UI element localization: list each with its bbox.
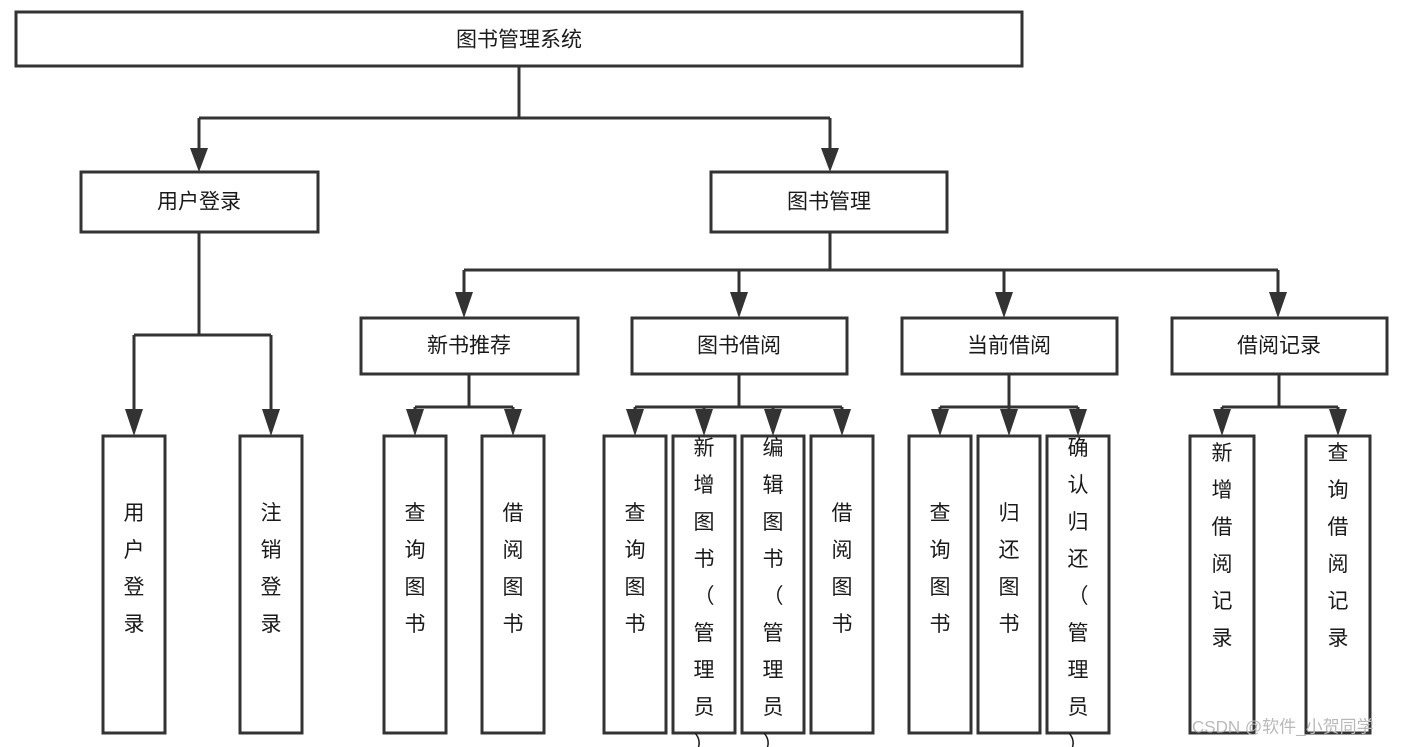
leaf-current-borrow-1[interactable]: 归还图书 [976, 434, 1042, 735]
node-book-manage[interactable]: 图书管理 [709, 170, 949, 234]
arrow-leaf-book-borrow-3 [833, 409, 851, 436]
leaf-book-borrow-3[interactable]: 借阅图书 [809, 434, 875, 735]
leaf-current-borrow-0-label: 查询图书 [930, 502, 951, 636]
node-book-manage-label: 图书管理 [787, 191, 871, 214]
arrow-leaf-user-login-1 [262, 409, 280, 436]
leaf-book-borrow-1-label: 新增图书（管理员） [694, 437, 715, 747]
node-user-login-box[interactable] [79, 170, 320, 234]
arrow-leaf-book-borrow-0 [626, 409, 644, 436]
arrow-leaf-book-borrow-1 [695, 409, 713, 436]
leaf-new-book-0-label: 查询图书 [405, 502, 426, 636]
leaf-new-book-0[interactable]: 查询图书 [382, 434, 448, 735]
leaf-current-borrow-1-box[interactable] [976, 434, 1042, 735]
arrow-level3-1 [730, 292, 748, 318]
leaf-user-login-0-box[interactable] [101, 434, 167, 735]
leaf-book-borrow-0-label: 查询图书 [625, 502, 646, 636]
node-new-book-recommend-label: 新书推荐 [427, 335, 511, 358]
leaf-book-borrow-1[interactable]: 新增图书（管理员） [671, 434, 737, 747]
node-current-borrow[interactable]: 当前借阅 [900, 316, 1119, 376]
leaf-new-book-0-box[interactable] [382, 434, 448, 735]
arrow-level3-2 [995, 292, 1013, 318]
watermark-label: CSDN @软件_小贺同学 [1192, 717, 1374, 736]
leaf-book-borrow-2-box[interactable] [740, 434, 806, 735]
node-new-book-recommend-box[interactable] [359, 316, 580, 376]
node-borrow-record-label: 借阅记录 [1237, 335, 1321, 358]
leaf-new-book-1[interactable]: 借阅图书 [480, 434, 546, 735]
leaf-borrow-record-1-box[interactable] [1304, 434, 1372, 735]
leaf-borrow-record-0-box[interactable] [1188, 434, 1256, 735]
leaf-user-login-0[interactable]: 用户登录 [101, 434, 167, 735]
arrow-leaf-new-book-1 [504, 409, 522, 436]
node-root-box[interactable] [14, 10, 1024, 68]
leaf-book-borrow-1-box[interactable] [671, 434, 737, 735]
leaf-book-borrow-0[interactable]: 查询图书 [602, 434, 668, 735]
leaf-book-borrow-3-label: 借阅图书 [832, 502, 853, 636]
node-root[interactable]: 图书管理系统 [14, 10, 1024, 68]
leaf-current-borrow-0[interactable]: 查询图书 [907, 434, 973, 735]
arrow-level3-0 [455, 292, 473, 318]
leaf-borrow-record-0[interactable]: 新增借阅记录 [1188, 434, 1256, 735]
leaf-book-borrow-2-label: 编辑图书（管理员） [763, 437, 784, 747]
arrow-leaf-borrow-record-1 [1329, 409, 1347, 436]
node-user-login[interactable]: 用户登录 [79, 170, 320, 234]
arrow-book-manage [821, 148, 839, 172]
leaf-new-book-1-box[interactable] [480, 434, 546, 735]
leaf-user-login-1-label: 注销登录 [261, 502, 282, 636]
arrow-leaf-new-book-0 [406, 409, 424, 436]
arrow-leaf-current-borrow-1 [1000, 409, 1018, 436]
node-book-borrow-box[interactable] [630, 316, 849, 376]
arrow-user-login [190, 148, 208, 172]
leaf-current-borrow-2-box[interactable] [1045, 434, 1111, 735]
leaf-current-borrow-0-box[interactable] [907, 434, 973, 735]
node-book-borrow-label: 图书借阅 [697, 335, 781, 358]
node-user-login-label: 用户登录 [157, 191, 241, 214]
connector-layer [125, 66, 1347, 436]
leaf-new-book-1-label: 借阅图书 [503, 502, 524, 636]
leaf-borrow-record-0-label: 新增借阅记录 [1212, 442, 1233, 650]
leaf-current-borrow-2[interactable]: 确认归还（管理员） [1045, 434, 1111, 747]
leaf-user-login-1[interactable]: 注销登录 [238, 434, 304, 735]
node-current-borrow-box[interactable] [900, 316, 1119, 376]
leaf-borrow-record-1[interactable]: 查询借阅记录 [1304, 434, 1372, 735]
leaf-current-borrow-1-label: 归还图书 [999, 502, 1020, 636]
node-root-label: 图书管理系统 [456, 29, 582, 52]
leaf-book-borrow-2[interactable]: 编辑图书（管理员） [740, 434, 806, 747]
arrow-leaf-book-borrow-2 [764, 409, 782, 436]
arrow-leaf-user-login-0 [125, 409, 143, 436]
leaf-current-borrow-2-label: 确认归还（管理员） [1068, 437, 1089, 747]
node-borrow-record[interactable]: 借阅记录 [1170, 316, 1389, 376]
arrow-leaf-borrow-record-0 [1213, 409, 1231, 436]
node-book-manage-box[interactable] [709, 170, 949, 234]
node-book-borrow[interactable]: 图书借阅 [630, 316, 849, 376]
leaf-book-borrow-0-box[interactable] [602, 434, 668, 735]
arrow-leaf-current-borrow-2 [1069, 409, 1087, 436]
leaf-borrow-record-1-label: 查询借阅记录 [1328, 442, 1349, 650]
leaf-book-borrow-3-box[interactable] [809, 434, 875, 735]
node-current-borrow-label: 当前借阅 [967, 335, 1051, 358]
arrow-level3-3 [1269, 292, 1287, 318]
leaf-user-login-0-label: 用户登录 [124, 502, 145, 636]
node-new-book-recommend[interactable]: 新书推荐 [359, 316, 580, 376]
node-borrow-record-box[interactable] [1170, 316, 1389, 376]
arrow-leaf-current-borrow-0 [931, 409, 949, 436]
leaf-user-login-1-box[interactable] [238, 434, 304, 735]
